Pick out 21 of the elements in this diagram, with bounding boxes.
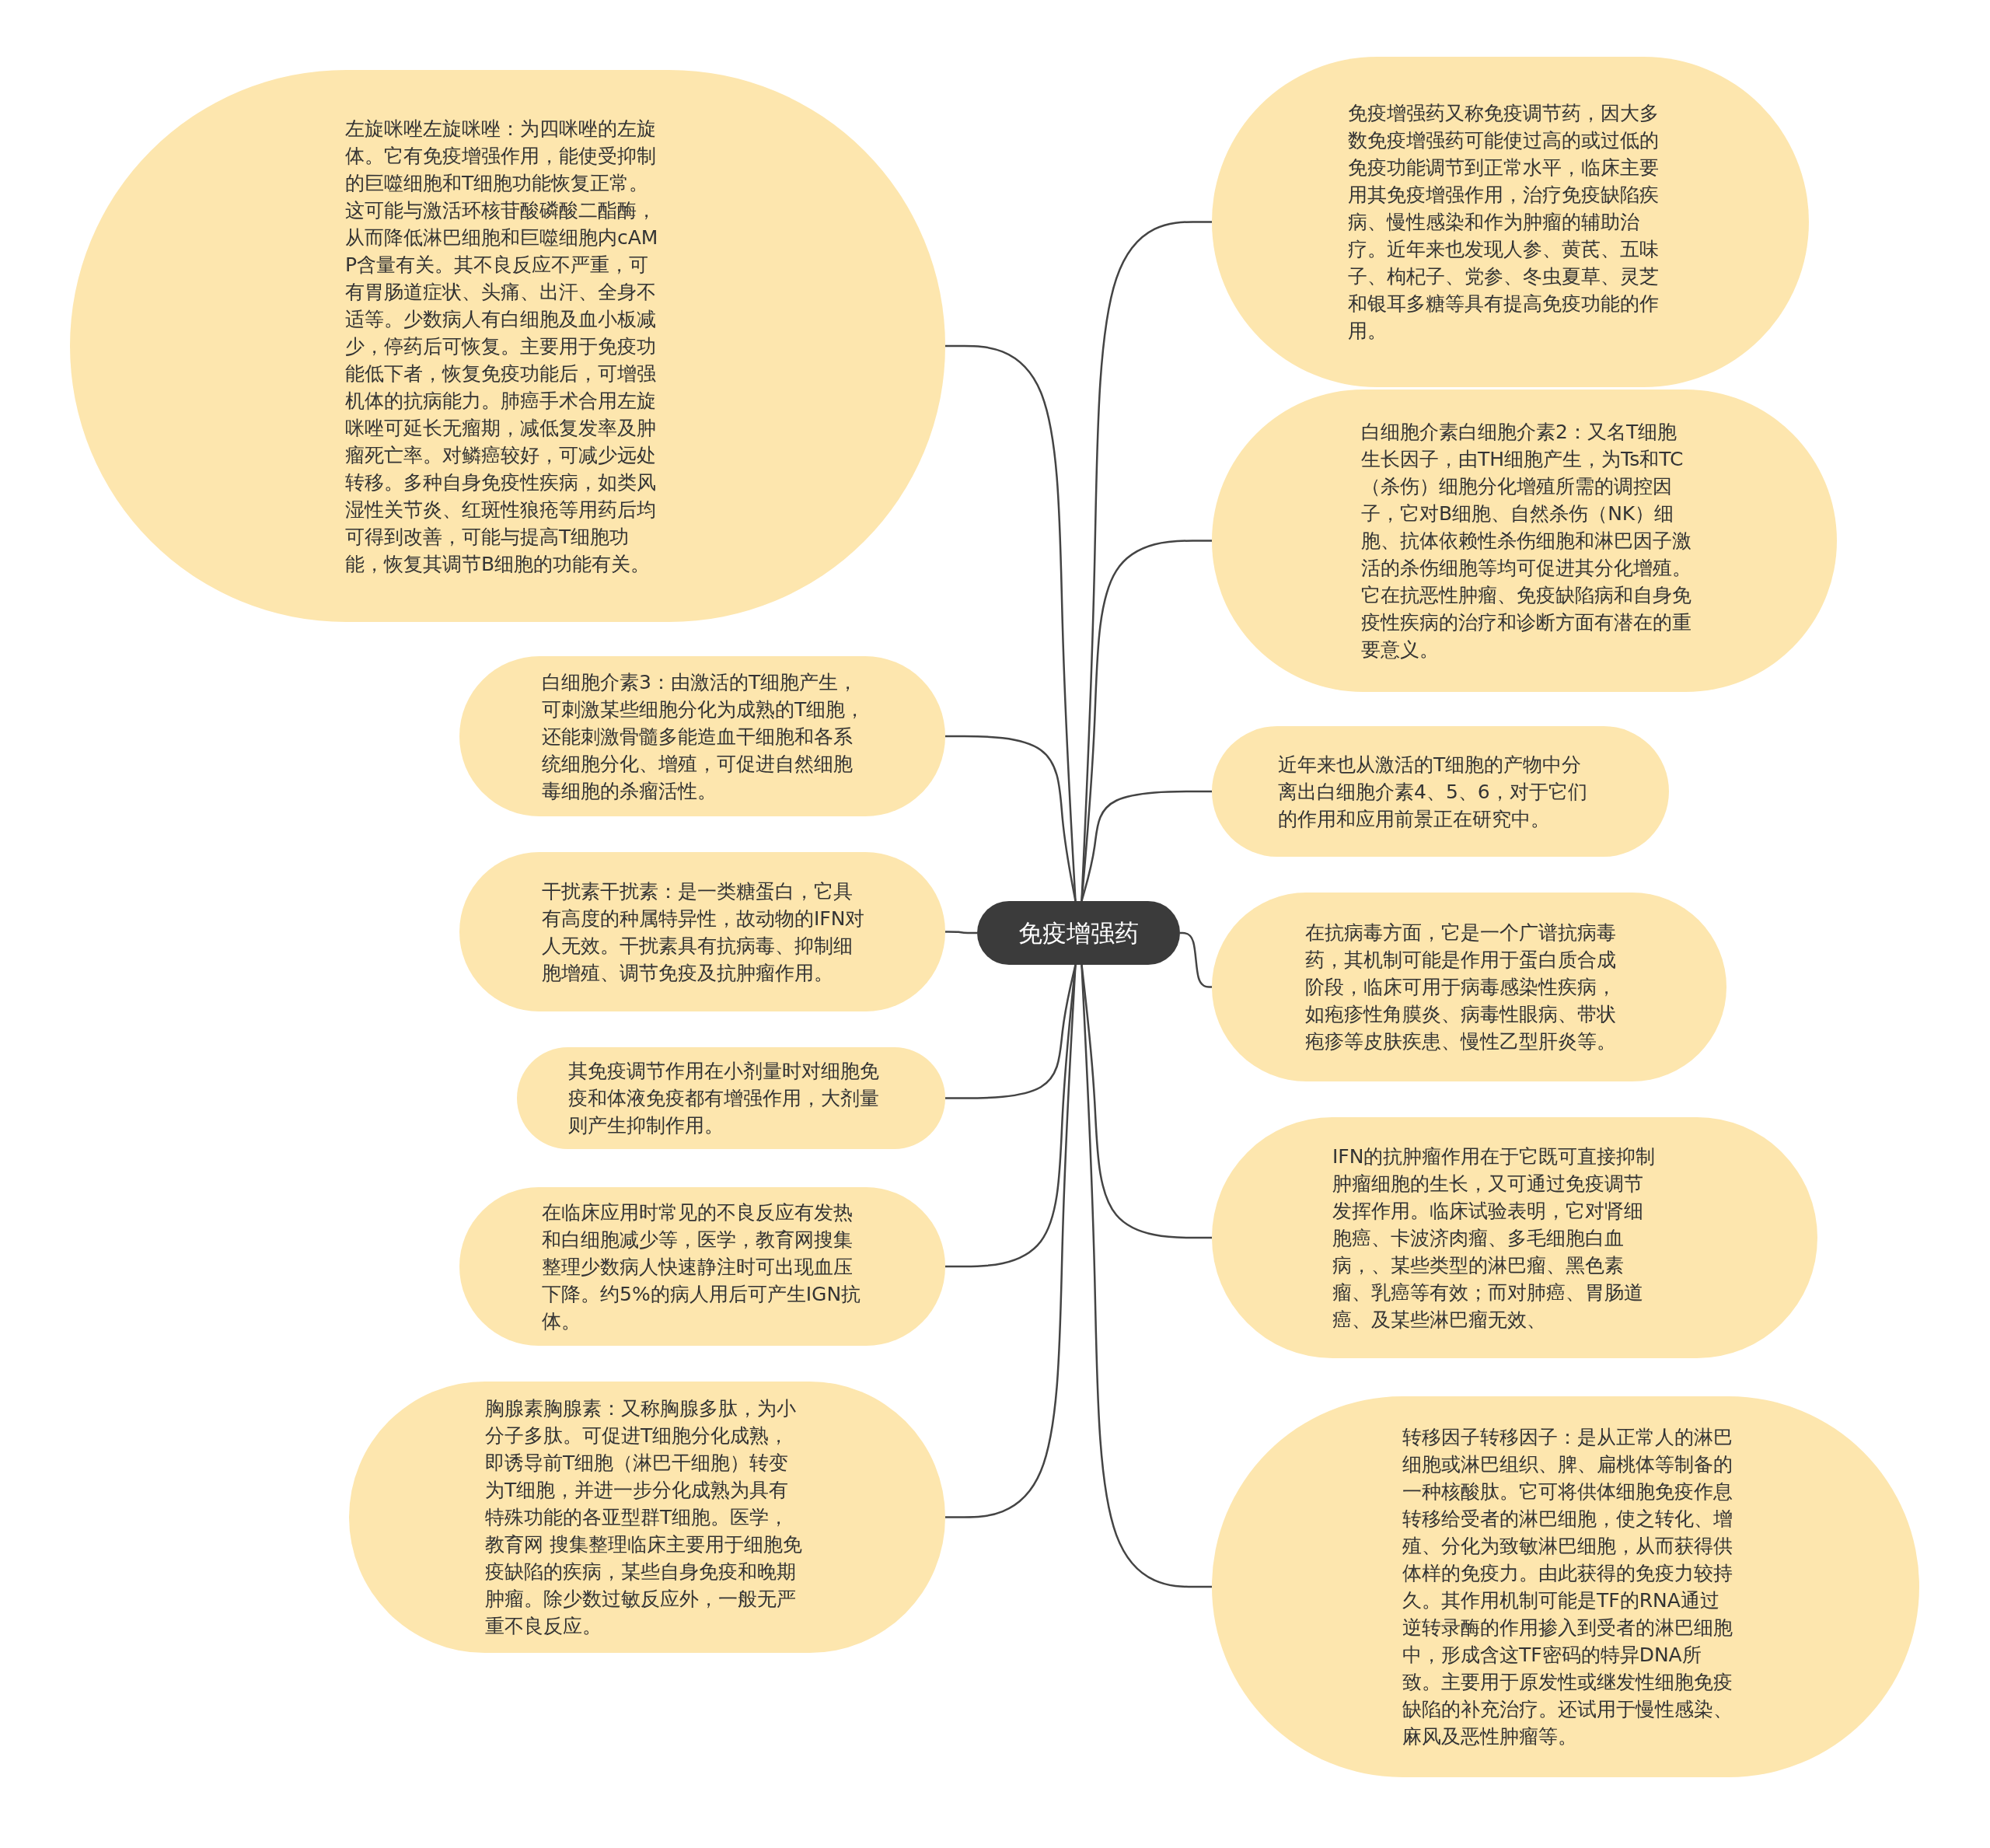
topic-text: 干扰素干扰素：是一类糖蛋白，它具有高度的种属特异性，故动物的IFN对人无效。干扰素具有抗病毒、抑制细胞增殖、调节免疫及抗肿瘤作用。	[542, 879, 866, 986]
central-topic-text: 免疫增强药	[1018, 918, 1139, 948]
topic-text: 左旋咪唑左旋咪唑：为四咪唑的左旋体。它有免疫增强作用，能使受抑制的巨噬细胞和T细胞功能恢复正常。这可能与激活环核苷酸磷酸二酯酶，从而降低淋巴细胞和巨噬细胞内cAMP含量有关。其不良反应不严重，可有胃肠道症状、头痛、出汗、全身不适等。少数病人有白细胞及血小板减少，停药后可恢复。主要用于免疫功能低下者，恢复免疫功能后，可增强机体的抗病能力。肺癌手术合用左旋咪唑可延长无瘤期，减低复发率及肿瘤死亡率。对鳞癌较好，可减少远处转移。多种自身免疫性疾病，如类风湿性关节炎、红斑性狼疮等用药后均可得到改善，可能与提高T细胞功能，恢复其调节B细胞的功能有关。	[345, 116, 659, 577]
connector-line	[1081, 540, 1212, 902]
connector-line	[1180, 931, 1212, 988]
topic-text: 其免疫调节作用在小剂量时对细胞免疫和体液免疫都有增强作用，大剂量则产生抑制作用。	[568, 1059, 880, 1138]
topic-text: 近年来也从激活的T细胞的产物中分离出白细胞介素4、5、6，对于它们的作用和应用前景正在研究中。	[1278, 752, 1588, 832]
connector-line	[945, 344, 1077, 902]
connector-line	[945, 735, 1077, 902]
topic-text: 胸腺素胸腺素：又称胸腺多肽，为小分子多肽。可促进T细胞分化成熟，即诱导前T细胞（淋巴干细胞）转变为T细胞，并进一步分化成熟为具有特殊功能的各亚型群T细胞。医学，教育网 搜集整理临床主要用于细胞免疫缺陷的疾病，某些自身免疫和晚期肿瘤。除少数过敏反应外，一般无严重不良反应。	[485, 1396, 803, 1639]
topic-text: IFN的抗肿瘤作用在于它既可直接抑制肿瘤细胞的生长，又可通过免疫调节发挥作用。临床试验表明，它对肾细胞癌、卡波济肉瘤、多毛细胞白血病，、某些类型的淋巴瘤、黑色素瘤、乳癌等有效；而对肺癌、胃肠道癌、及某些淋巴瘤无效、	[1332, 1144, 1657, 1333]
connector-line	[945, 964, 1077, 1518]
topic-text: 白细胞介素3：由激活的T细胞产生，可刺激某些细胞分化为成熟的T细胞，还能刺激骨髓多能造血干细胞和各系统细胞分化、增殖，可促进自然细胞毒细胞的杀瘤活性。	[542, 669, 866, 804]
topic-text: 免疫增强药又称免疫调节药，因大多数免疫增强药可能使过高的或过低的免疫功能调节到正常水平，临床主要用其免疫增强作用，治疗免疫缺陷疾病、慢性感染和作为肿瘤的辅助治疗。近年来也发现人参、黄芪、五味子、枸杞子、党参、冬虫夏草、灵芝和银耳多糖等具有提高免疫功能的作用。	[1348, 101, 1660, 344]
connector-line	[1081, 964, 1212, 1588]
connector-line	[1081, 790, 1212, 902]
topic-text: 转移因子转移因子：是从正常人的淋巴细胞或淋巴组织、脾、扁桃体等制备的一种核酸肽。它可将供体细胞免疫作息转移给受者的淋巴细胞，使之转化、增殖、分化为致敏淋巴细胞，从而获得供体样的免疫力。由此获得的免疫力较持久。其作用机制可能是TF的RNA通过逆转录酶的作用掺入到受者的淋巴细胞中，形成含这TF密码的特异DNA所致。主要用于原发性或继发性细胞免疫缺陷的补充治疗。还试用于慢性感染、麻风及恶性肿瘤等。	[1402, 1425, 1733, 1749]
connector-line	[945, 931, 977, 934]
topic-text: 白细胞介素白细胞介素2：又名T细胞生长因子，由TH细胞产生，为Ts和TC（杀伤）细胞分化增殖所需的调控因子，它对B细胞、自然杀伤（NK）细胞、抗体依赖性杀伤细胞和淋巴因子激活的杀伤细胞等均可促进其分化增殖。它在抗恶性肿瘤、免疫缺陷病和自身免疫性疾病的治疗和诊断方面有潜在的重要意义。	[1361, 420, 1692, 662]
topic-text: 在抗病毒方面，它是一个广谱抗病毒药，其机制可能是作用于蛋白质合成阶段，临床可用于病毒感染性疾病，如疱疹性角膜炎、病毒性眼病、带状疱疹等皮肤疾患、慢性乙型肝炎等。	[1305, 921, 1617, 1054]
topic-text: 在临床应用时常见的不良反应有发热和白细胞减少等，医学，教育网搜集整理少数病人快速静注时可出现血压下降。约5%的病人用后可产生IGN抗体。	[542, 1200, 862, 1334]
